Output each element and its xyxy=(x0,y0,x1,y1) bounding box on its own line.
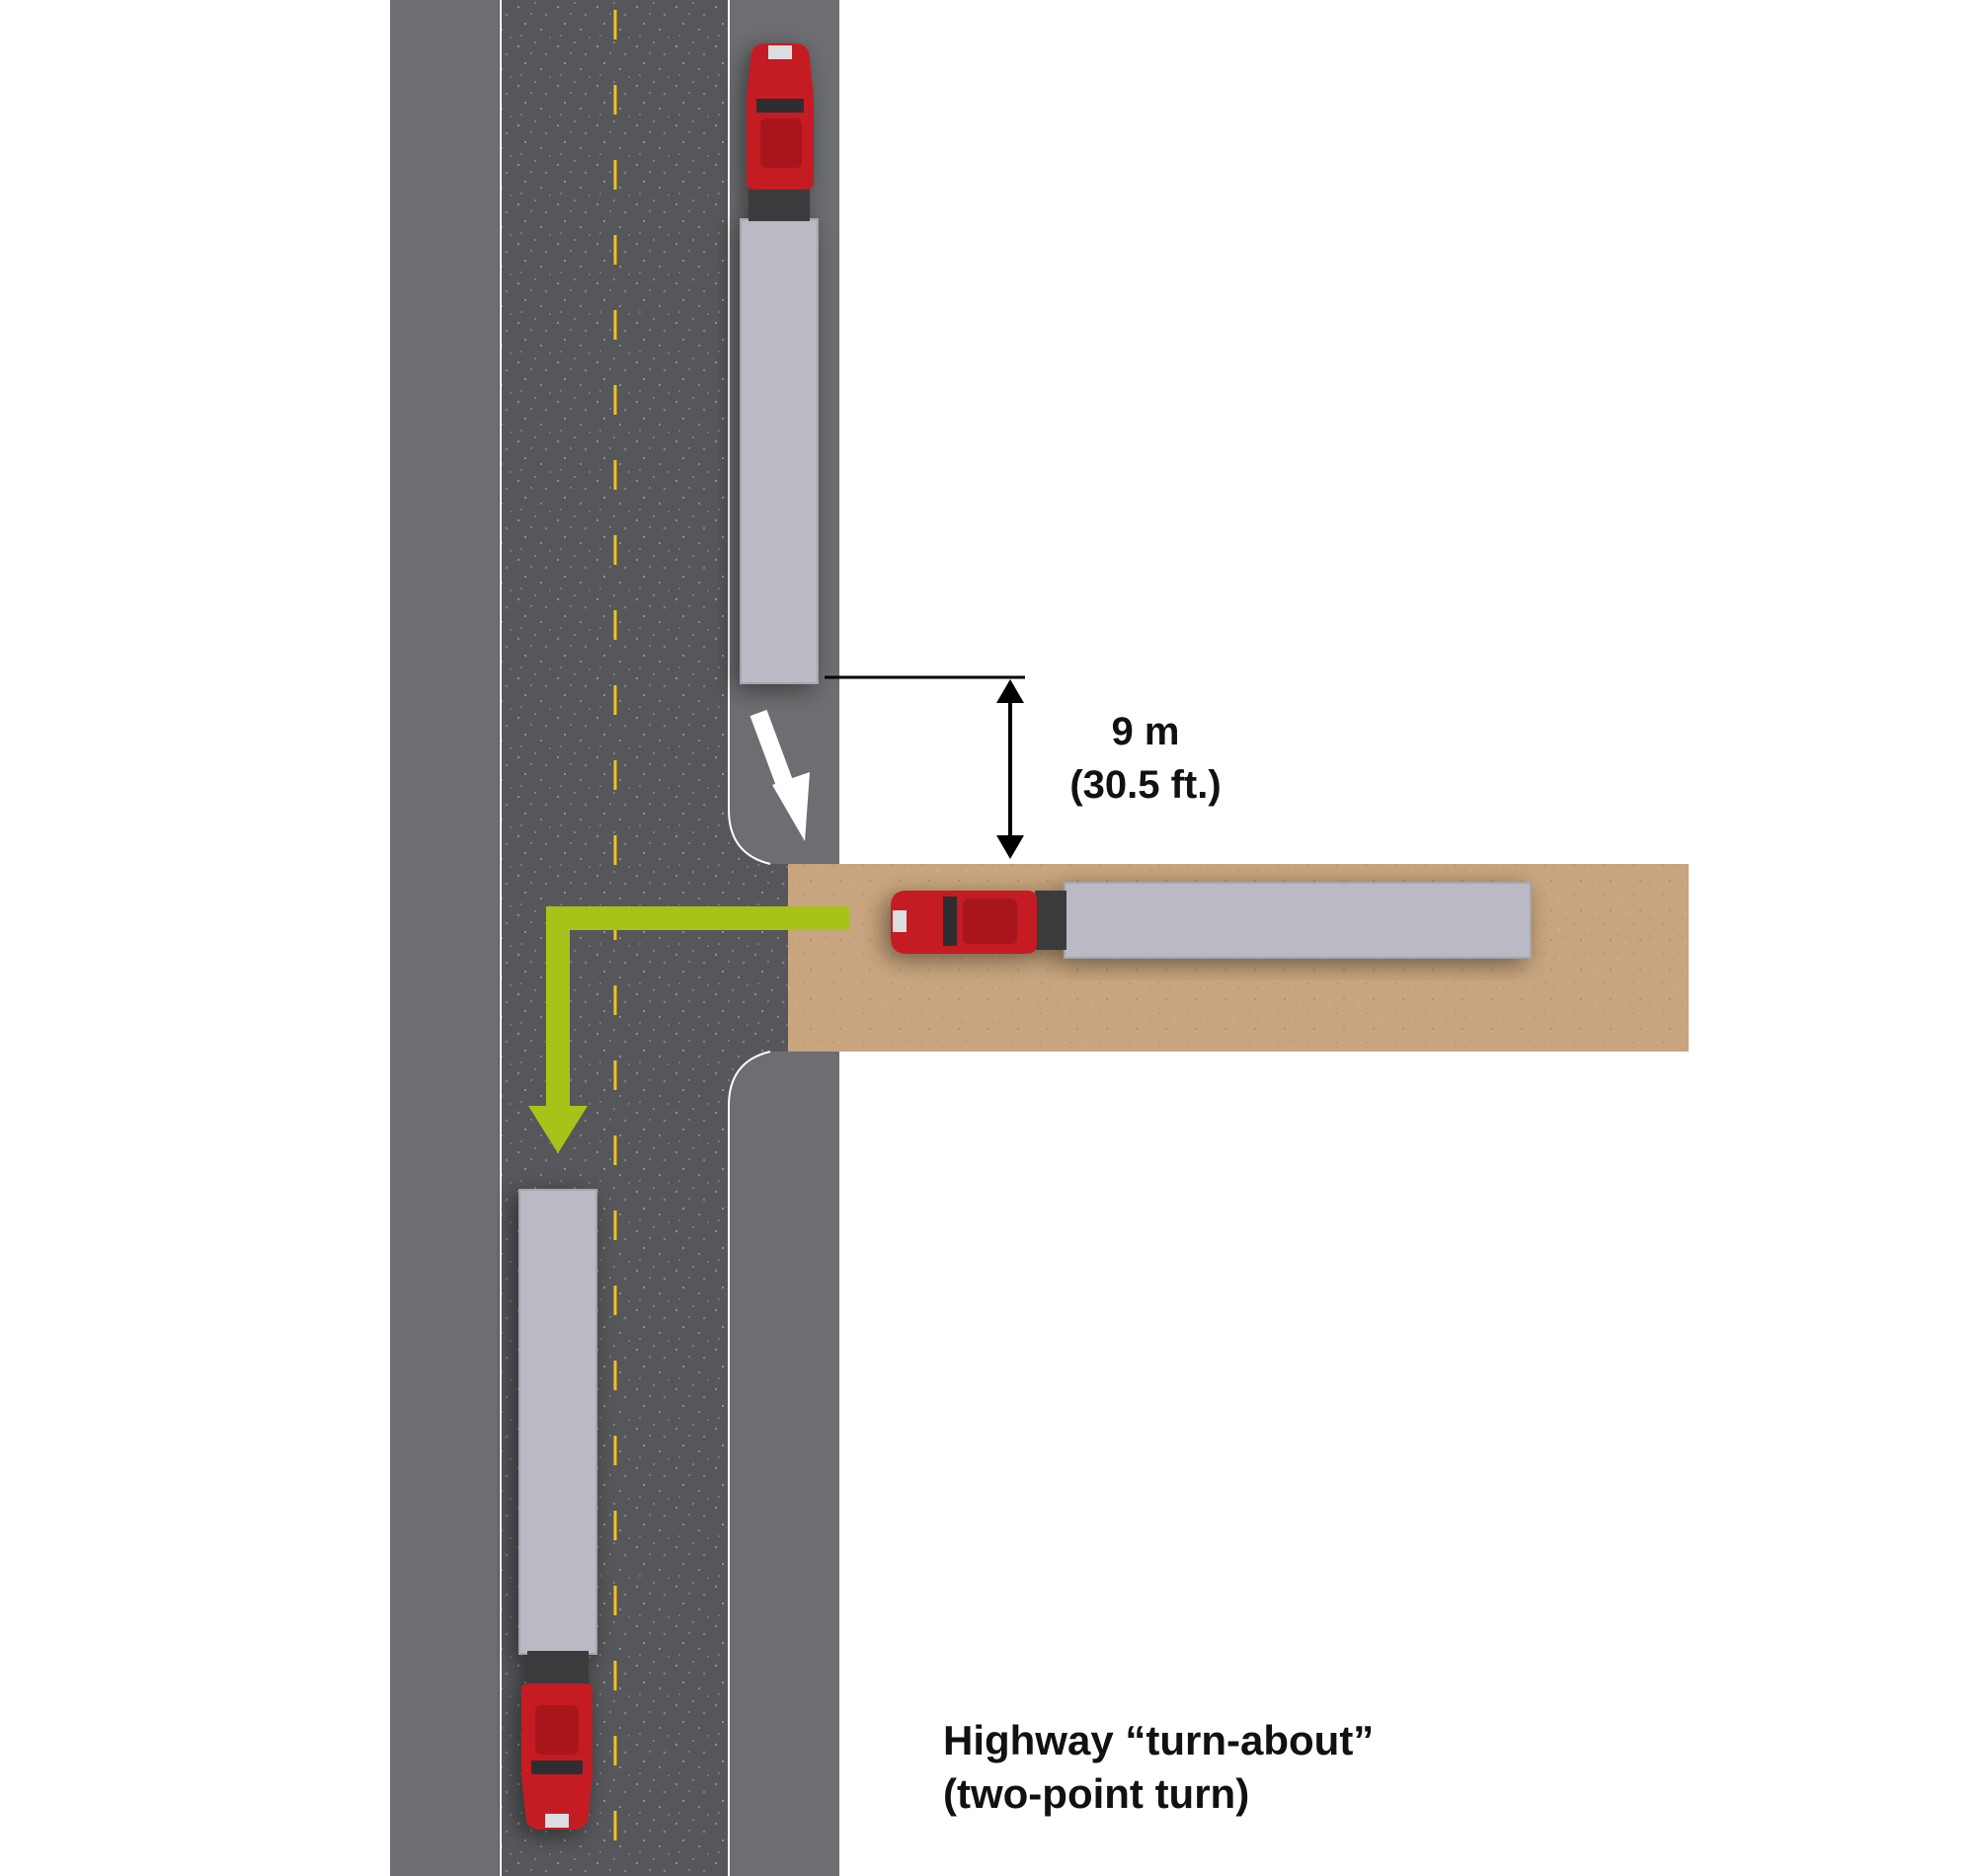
right-edge-line-upper xyxy=(728,0,771,865)
cab-roof xyxy=(760,118,802,168)
distance-metric: 9 m xyxy=(1111,710,1180,753)
grille xyxy=(768,45,792,59)
distance-imperial: (30.5 ft.) xyxy=(1069,763,1222,807)
right-edge-line-lower xyxy=(728,1051,771,1876)
trailer xyxy=(1064,882,1532,959)
grille xyxy=(893,910,907,932)
forward-path-arrow xyxy=(528,906,849,1153)
windshield xyxy=(531,1760,583,1774)
truck-in-driveway xyxy=(891,882,1532,959)
dimension-arrow-top xyxy=(996,679,1024,703)
distance-dimension xyxy=(825,675,1025,859)
diagram-caption: Highway “turn-about” (two-point turn) xyxy=(943,1714,1536,1821)
grille xyxy=(545,1814,569,1828)
dimension-arrow-bottom xyxy=(996,835,1024,859)
truck-before-turn xyxy=(740,43,819,684)
windshield xyxy=(943,897,957,946)
windshield xyxy=(756,99,804,113)
fifth-wheel xyxy=(527,1651,589,1684)
caption-subtitle: (two-point turn) xyxy=(943,1770,1250,1817)
cab-roof xyxy=(963,899,1017,944)
trailer xyxy=(518,1189,597,1655)
cab-roof xyxy=(535,1705,579,1755)
reverse-arrow xyxy=(750,709,810,841)
fifth-wheel xyxy=(749,188,810,221)
distance-label: 9 m (30.5 ft.) xyxy=(1027,705,1264,812)
fifth-wheel xyxy=(1035,891,1066,950)
caption-title: Highway “turn-about” xyxy=(943,1717,1375,1763)
trailer xyxy=(740,218,819,684)
truck-after-turn xyxy=(518,1189,597,1830)
